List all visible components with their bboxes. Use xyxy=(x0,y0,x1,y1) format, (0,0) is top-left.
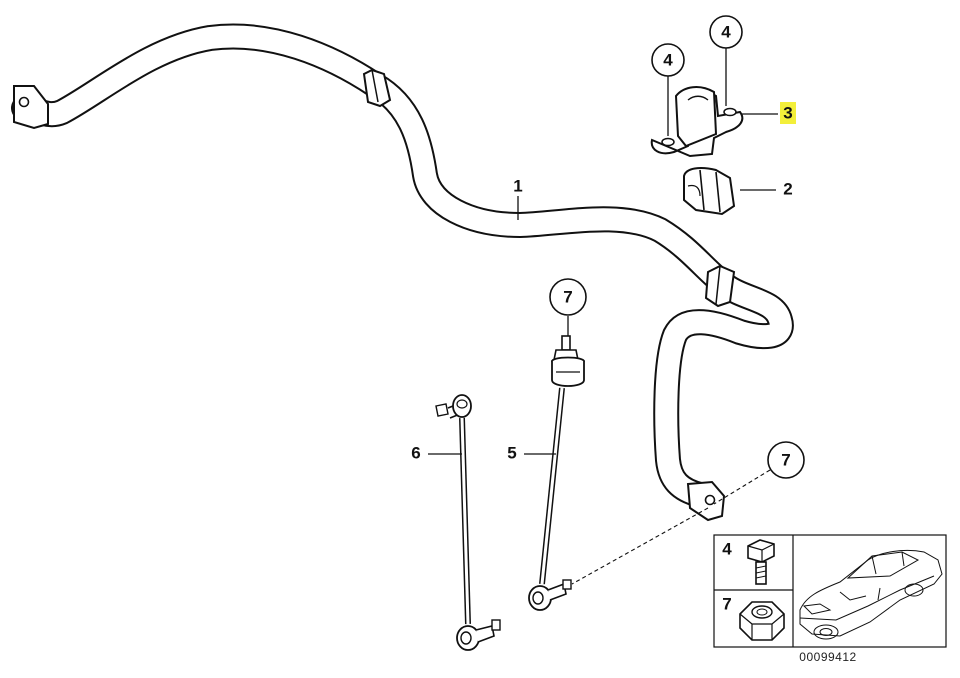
rubber-mounting xyxy=(683,167,736,216)
hex-nut-icon xyxy=(739,601,785,641)
callout-3-label: 3 xyxy=(783,104,792,123)
stabilizer-link-5 xyxy=(528,335,585,611)
callout-5-label: 5 xyxy=(507,444,516,463)
callout-4b-label: 4 xyxy=(721,23,731,42)
car-silhouette-icon xyxy=(799,549,943,640)
callout-4a-label: 4 xyxy=(663,51,673,70)
callout-7b: 7 xyxy=(767,441,805,479)
inset-legend: 4 7 xyxy=(713,534,947,648)
callout-3-highlighted: 3 xyxy=(780,102,796,124)
callout-7b-label: 7 xyxy=(781,451,790,470)
callout-1: 1 xyxy=(513,177,522,196)
callout-7a-label: 7 xyxy=(563,288,572,307)
callout-2-label: 2 xyxy=(783,180,792,199)
highlight-box xyxy=(780,102,796,124)
hex-bolt-icon xyxy=(747,539,775,585)
stabilizer-bar xyxy=(11,23,794,522)
bracket-part xyxy=(650,86,744,158)
inset-row-nut-label: 7 xyxy=(722,595,731,614)
callout-4a: 4 xyxy=(651,43,685,77)
callout-6: 6 xyxy=(411,444,420,463)
callout-6-label: 6 xyxy=(411,444,420,463)
stabilizer-link-6 xyxy=(435,394,501,651)
catalog-number: 00099412 xyxy=(799,650,856,664)
inset-row-bolt-label: 4 xyxy=(722,540,732,559)
callout-1-label: 1 xyxy=(513,177,522,196)
callout-4b: 4 xyxy=(709,15,743,49)
callout-5: 5 xyxy=(507,444,516,463)
callout-2: 2 xyxy=(783,180,792,199)
leader-lines xyxy=(428,48,778,585)
callout-7a: 7 xyxy=(549,278,587,316)
